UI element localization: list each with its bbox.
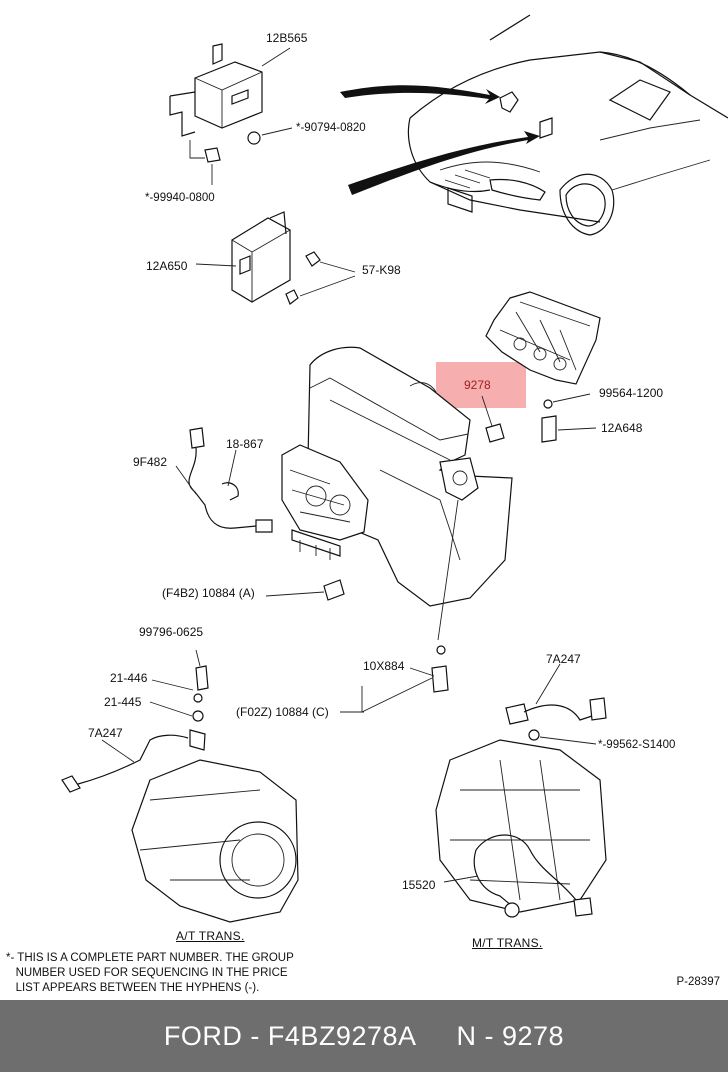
label-12b565: 12B565 bbox=[266, 31, 308, 45]
label-f4b2-10884-a: (F4B2) 10884 (A) bbox=[162, 586, 255, 600]
footnote-line: *- THIS IS A COMPLETE PART NUMBER. THE G… bbox=[6, 952, 294, 964]
label-12a648: 12A648 bbox=[601, 421, 643, 435]
footer-separator: - bbox=[242, 1020, 268, 1051]
label-57-k98: 57-K98 bbox=[362, 263, 401, 277]
diagram-reference: P-28397 bbox=[676, 976, 720, 988]
footnote: *- THIS IS A COMPLETE PART NUMBER. THE G… bbox=[6, 951, 306, 996]
label-7a247-at: 7A247 bbox=[88, 726, 123, 740]
label-99796-0625: 99796-0625 bbox=[139, 625, 204, 639]
label-9f482: 9F482 bbox=[133, 455, 168, 469]
footer-brand: FORD bbox=[163, 1020, 243, 1051]
footer-bar: FORD - F4BZ9278A N - 9278 bbox=[0, 1000, 728, 1072]
car-drawing bbox=[340, 14, 728, 236]
label-f02z-10884-c: (F02Z) 10884 (C) bbox=[236, 705, 329, 719]
module-12b565-drawing bbox=[169, 43, 293, 185]
label-9278-highlighted: 9278 bbox=[464, 378, 491, 392]
label-90794-0820: *-90794-0820 bbox=[296, 122, 366, 134]
parts-diagram bbox=[61, 14, 728, 923]
engine-block-drawing bbox=[265, 346, 513, 641]
label-99564-1200: 99564-1200 bbox=[599, 386, 664, 400]
label-99940-0800: *-99940-0800 bbox=[145, 192, 215, 204]
oxygen-sensor-drawing bbox=[175, 427, 273, 533]
footer-part-number: F4BZ9278A bbox=[267, 1020, 417, 1051]
caption-mt-trans: M/T TRANS. bbox=[472, 936, 543, 950]
label-15520: 15520 bbox=[402, 878, 436, 892]
at-transmission-drawing bbox=[61, 649, 299, 923]
speed-sensor-drawing bbox=[340, 645, 449, 713]
footnote-line: LIST APPEARS BETWEEN THE HYPHENS (-). bbox=[6, 982, 260, 994]
footnote-line: NUMBER USED FOR SEQUENCING IN THE PRICE bbox=[6, 967, 288, 979]
label-10x884: 10X884 bbox=[363, 659, 405, 673]
mt-transmission-drawing bbox=[435, 663, 607, 918]
label-21-445: 21-445 bbox=[104, 695, 142, 709]
footer-group: N - 9278 bbox=[456, 1020, 565, 1051]
highlight-box bbox=[436, 362, 526, 408]
label-18-867: 18-867 bbox=[226, 437, 264, 451]
label-21-446: 21-446 bbox=[110, 671, 148, 685]
label-7a247-mt: 7A247 bbox=[546, 652, 581, 666]
intake-manifold-drawing bbox=[485, 291, 601, 443]
label-99562-s1400: *-99562-S1400 bbox=[598, 739, 676, 751]
caption-at-trans: A/T TRANS. bbox=[176, 929, 245, 943]
module-12a650-drawing bbox=[195, 211, 356, 305]
label-12a650: 12A650 bbox=[146, 259, 188, 273]
